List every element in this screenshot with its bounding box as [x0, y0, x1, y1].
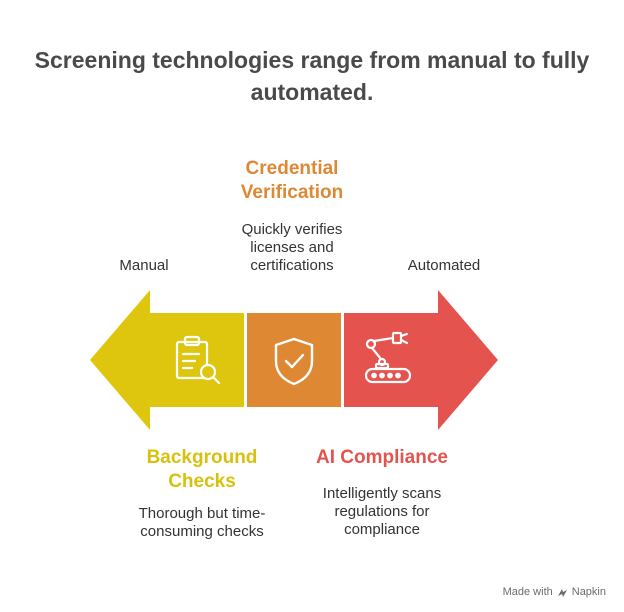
automated-label: Automated	[407, 257, 481, 274]
napkin-logo-icon	[557, 588, 567, 597]
made-with-napkin-footer[interactable]: Made with Napkin	[503, 586, 606, 598]
desc-line: licenses and	[250, 239, 334, 256]
heading-line: Verification	[240, 182, 344, 203]
title-line-2: automated.	[250, 79, 374, 105]
heading-line: Credential	[245, 158, 339, 179]
ai-compliance-description: Intelligently scans regulations for comp…	[290, 485, 474, 539]
shield-check-icon	[274, 337, 314, 386]
background-checks-heading: Background Checks	[120, 446, 284, 494]
desc-line: regulations for	[334, 503, 430, 520]
desc-line: certifications	[250, 257, 334, 274]
desc-line: Intelligently scans	[322, 485, 442, 502]
credential-verification-heading: Credential Verification	[200, 157, 384, 205]
title-line-1: Screening technologies range from manual…	[34, 47, 590, 73]
background-checks-description: Thorough but time- consuming checks	[120, 505, 284, 541]
desc-line: Quickly verifies	[241, 221, 343, 238]
credential-verification-segment	[247, 313, 341, 407]
heading-line: Background	[146, 447, 258, 468]
heading-line: AI Compliance	[316, 447, 448, 468]
desc-line: consuming checks	[140, 523, 264, 540]
made-with-text: Made with	[502, 586, 553, 598]
clipboard-search-icon	[175, 335, 221, 385]
manual-label: Manual	[119, 257, 169, 274]
page-title: Screening technologies range from manual…	[0, 44, 624, 108]
credential-verification-description: Quickly verifies licenses and certificat…	[200, 221, 384, 275]
ai-compliance-heading: AI Compliance	[290, 446, 474, 470]
desc-line: Thorough but time-	[138, 505, 266, 522]
ai-compliance-segment	[344, 313, 438, 407]
desc-line: compliance	[344, 521, 420, 538]
heading-line: Checks	[168, 471, 236, 492]
left-arrowhead	[90, 290, 150, 430]
napkin-brand-text: Napkin	[571, 586, 606, 598]
background-checks-segment	[150, 313, 244, 407]
robot-arm-icon	[364, 331, 412, 384]
right-arrowhead	[438, 290, 498, 430]
